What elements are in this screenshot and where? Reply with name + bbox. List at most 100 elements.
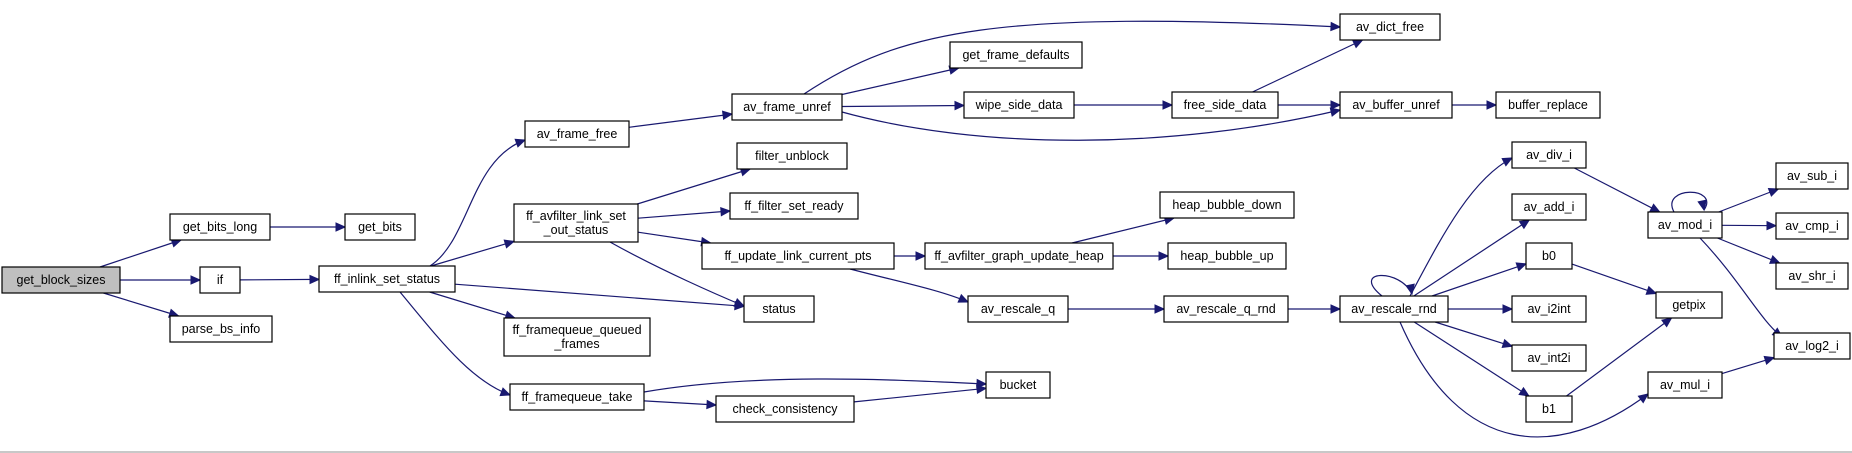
node-av_mul_i[interactable]: av_mul_i [1647, 371, 1723, 399]
node-box [509, 383, 645, 411]
node-box [199, 266, 241, 294]
node-box [1163, 295, 1289, 323]
node-parse_bs_info[interactable]: parse_bs_info [169, 315, 273, 343]
call-edges [99, 20, 1783, 438]
node-box [169, 315, 273, 343]
node-ff_framequeue_queued_frames[interactable]: ff_framequeue_queued_frames [503, 317, 651, 357]
node-box [1159, 191, 1295, 219]
node-ff_avfilter_link_set_out_status[interactable]: ff_avfilter_link_set_out_status [513, 203, 639, 243]
node-wipe_side_data[interactable]: wipe_side_data [963, 91, 1075, 119]
node-ff_avfilter_graph_update_heap[interactable]: ff_avfilter_graph_update_heap [924, 242, 1114, 270]
node-buffer_replace[interactable]: buffer_replace [1495, 91, 1601, 119]
node-label: av_mod_i [1658, 218, 1712, 232]
edge-line [1252, 39, 1363, 93]
node-label: ff_filter_set_ready [744, 199, 844, 213]
edge-free_side_data-to-av_buffer_unref [1278, 100, 1342, 110]
node-status[interactable]: status [743, 295, 815, 323]
node-av_i2int[interactable]: av_i2int [1511, 295, 1587, 323]
node-get_frame_defaults[interactable]: get_frame_defaults [949, 41, 1083, 69]
node-box [1655, 291, 1723, 319]
edge-line [803, 20, 1341, 95]
node-av_rescale_q_rnd[interactable]: av_rescale_q_rnd [1163, 295, 1289, 323]
edge-line [1699, 237, 1783, 338]
arrowhead [1649, 203, 1661, 213]
node-label: free_side_data [1184, 98, 1267, 112]
node-box [731, 93, 843, 121]
edge-av_mod_i-to-av_sub_i [1718, 187, 1780, 213]
node-ff_filter_set_ready[interactable]: ff_filter_set_ready [729, 192, 859, 220]
node-box [1339, 13, 1441, 41]
node-av_shr_i[interactable]: av_shr_i [1775, 262, 1849, 290]
node-av_sub_i[interactable]: av_sub_i [1775, 162, 1849, 190]
node-av_frame_free[interactable]: av_frame_free [524, 120, 630, 148]
edge-av_rescale_rnd-to-av_mul_i [1399, 321, 1649, 438]
edge-av_frame_unref-to-av_dict_free [803, 20, 1342, 95]
node-free_side_data[interactable]: free_side_data [1171, 91, 1279, 119]
node-av_frame_unref[interactable]: av_frame_unref [731, 93, 843, 121]
edge-get_bits_long-to-get_bits [270, 222, 347, 232]
node-bucket[interactable]: bucket [985, 371, 1051, 399]
node-get_bits[interactable]: get_bits [344, 213, 416, 241]
arrowhead [514, 138, 527, 148]
node-av_mod_i[interactable]: av_mod_i [1647, 211, 1723, 239]
node-check_consistency[interactable]: check_consistency [715, 395, 855, 423]
node-box [1647, 211, 1723, 239]
node-box [985, 371, 1051, 399]
node-ff_inlink_set_status[interactable]: ff_inlink_set_status [318, 265, 456, 293]
node-av_rescale_q[interactable]: av_rescale_q [967, 295, 1069, 323]
node-if[interactable]: if [199, 266, 241, 294]
arrowhead [1501, 157, 1514, 167]
edge-ff_avfilter_graph_update_heap-to-heap_bubble_up [1113, 251, 1170, 261]
node-b1[interactable]: b1 [1525, 395, 1573, 423]
edge-line [1434, 321, 1513, 347]
node-label: wipe_side_data [975, 98, 1063, 112]
arrowhead [1158, 251, 1170, 261]
arrowhead [915, 251, 927, 261]
node-label: getpix [1672, 298, 1706, 312]
edge-av_rescale_rnd-to-av_div_i [1409, 157, 1514, 297]
edge-line [1717, 237, 1780, 264]
node-av_rescale_rnd[interactable]: av_rescale_rnd [1339, 295, 1449, 323]
node-label: av_int2i [1527, 351, 1570, 365]
edge-ff_avfilter_link_set_out_status-to-status [609, 241, 746, 307]
node-get_bits_long[interactable]: get_bits_long [169, 213, 271, 241]
node-filter_unblock[interactable]: filter_unblock [736, 142, 848, 170]
node-box [963, 91, 1075, 119]
arrowhead [1766, 220, 1778, 231]
node-label: status [762, 302, 795, 316]
edge-line [637, 231, 711, 244]
node-label: av_add_i [1524, 200, 1575, 214]
edge-line [454, 283, 745, 307]
arrowhead [190, 275, 202, 285]
edge-free_side_data-to-av_dict_free [1252, 39, 1364, 93]
node-box [1525, 242, 1573, 270]
edge-av_frame_unref-to-get_frame_defaults [841, 65, 960, 96]
node-heap_bubble_up[interactable]: heap_bubble_up [1167, 242, 1287, 270]
node-av_div_i[interactable]: av_div_i [1511, 141, 1587, 169]
node-av_buffer_unref[interactable]: av_buffer_unref [1339, 91, 1453, 119]
edge-av_frame_unref-to-av_buffer_unref [841, 107, 1342, 141]
node-av_cmp_i[interactable]: av_cmp_i [1775, 212, 1849, 240]
node-ff_framequeue_take[interactable]: ff_framequeue_take [509, 383, 645, 411]
edge-ff_inlink_set_status-to-ff_framequeue_take [399, 291, 512, 397]
arrowhead [1329, 107, 1342, 117]
node-av_int2i[interactable]: av_int2i [1511, 344, 1587, 372]
node-ff_update_link_current_pts[interactable]: ff_update_link_current_pts [701, 242, 895, 270]
node-av_dict_free[interactable]: av_dict_free [1339, 13, 1441, 41]
node-box [1511, 295, 1587, 323]
node-label: _frames [553, 337, 599, 351]
node-av_log2_i[interactable]: av_log2_i [1773, 332, 1851, 360]
node-box [715, 395, 855, 423]
node-label: av_mul_i [1660, 378, 1710, 392]
edge-line [849, 268, 969, 303]
node-heap_bubble_down[interactable]: heap_bubble_down [1159, 191, 1295, 219]
arrowhead [1518, 219, 1531, 230]
edge-ff_avfilter_link_set_out_status-to-ff_update_link_current_pts [637, 231, 712, 247]
node-getpix[interactable]: getpix [1655, 291, 1723, 319]
node-label: b0 [1542, 249, 1556, 263]
arrowhead [706, 399, 718, 410]
node-box [1511, 344, 1587, 372]
node-av_add_i[interactable]: av_add_i [1511, 193, 1587, 221]
edge-line [399, 291, 511, 396]
node-b0[interactable]: b0 [1525, 242, 1573, 270]
